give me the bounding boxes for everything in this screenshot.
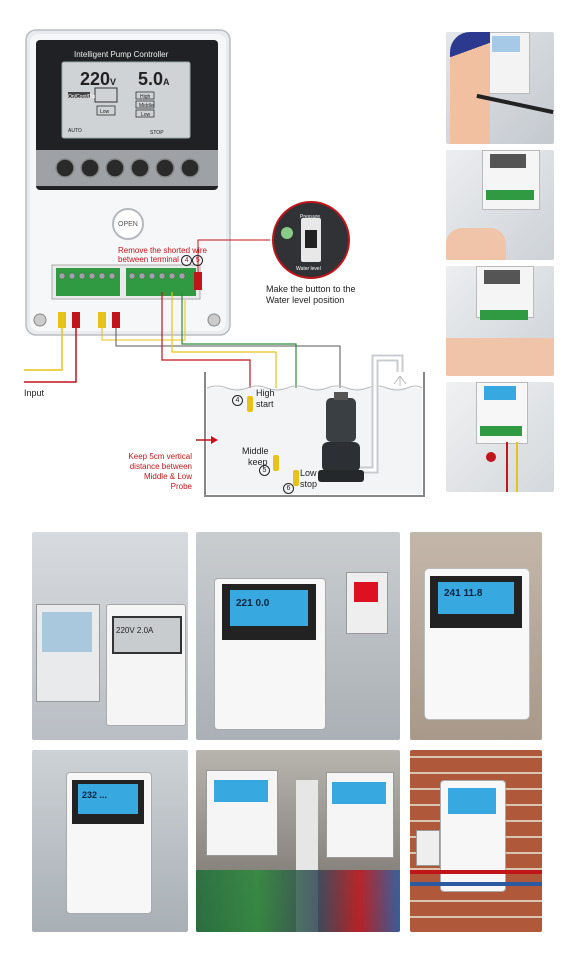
keep-distance-note: Keep 5cm vertical distance between Middl…: [128, 452, 192, 491]
lcd-tag: AUTO: [68, 128, 82, 134]
install-photo-3: [446, 266, 554, 376]
lcd-tag: Middle: [139, 103, 154, 109]
current-unit: A: [163, 77, 170, 87]
voltage-unit: V: [110, 77, 117, 87]
site-photo-1-screen: 220V 2.0A: [116, 626, 154, 635]
probe-low-number: 6: [283, 482, 294, 494]
site-photo-4: 232 ...: [32, 750, 188, 932]
remove-wire-note: Remove the shorted wire between terminal…: [118, 246, 207, 266]
voltage-value: 220: [80, 69, 111, 89]
voltage-readout: 220V: [80, 70, 116, 91]
lcd-tag: Low: [141, 112, 151, 118]
lcd-tag: High: [140, 94, 151, 100]
make-button-line1: Make the button to the: [266, 284, 356, 294]
site-photo-2: 221 0.0: [196, 532, 400, 740]
site-photo-6: [410, 750, 542, 932]
terminal-a: 4: [181, 255, 193, 266]
switch-top-label: Pressure: [300, 214, 321, 220]
controller-title: Intelligent Pump Controller: [74, 50, 169, 59]
site-photo-2-screen: 221 0.0: [236, 598, 270, 609]
install-photo-2: [446, 150, 554, 260]
site-photo-3-screen: 241 11.8: [444, 588, 483, 599]
input-label: Input: [24, 388, 45, 398]
site-photo-3: 241 11.8: [410, 532, 542, 740]
switch-bottom-label: Water level: [296, 266, 321, 272]
remove-wire-line1: Remove the shorted wire: [118, 246, 207, 255]
install-photo-1: [446, 32, 554, 144]
make-button-note: Make the button to the Water level posit…: [266, 284, 356, 306]
current-readout: 5.0A: [138, 70, 170, 91]
wiring-diagram: [24, 29, 425, 497]
install-photo-4: [446, 382, 554, 492]
open-button[interactable]: OPEN: [118, 221, 138, 228]
lcd-stop: STOP: [150, 130, 164, 136]
site-photo-5: [196, 750, 400, 932]
lcd-tag: Low: [100, 109, 110, 115]
site-photo-4-screen: 232 ...: [82, 790, 108, 800]
site-photo-1: 220V 2.0A: [32, 532, 188, 740]
lcd-tag: On/Cont/Dis: [68, 94, 96, 100]
probe-middle-number: 5: [259, 464, 270, 476]
terminal-b: 5: [192, 255, 204, 266]
probe-high-number: 4: [232, 394, 243, 406]
current-value: 5.0: [138, 69, 164, 89]
make-button-line2: Water level position: [266, 295, 345, 305]
